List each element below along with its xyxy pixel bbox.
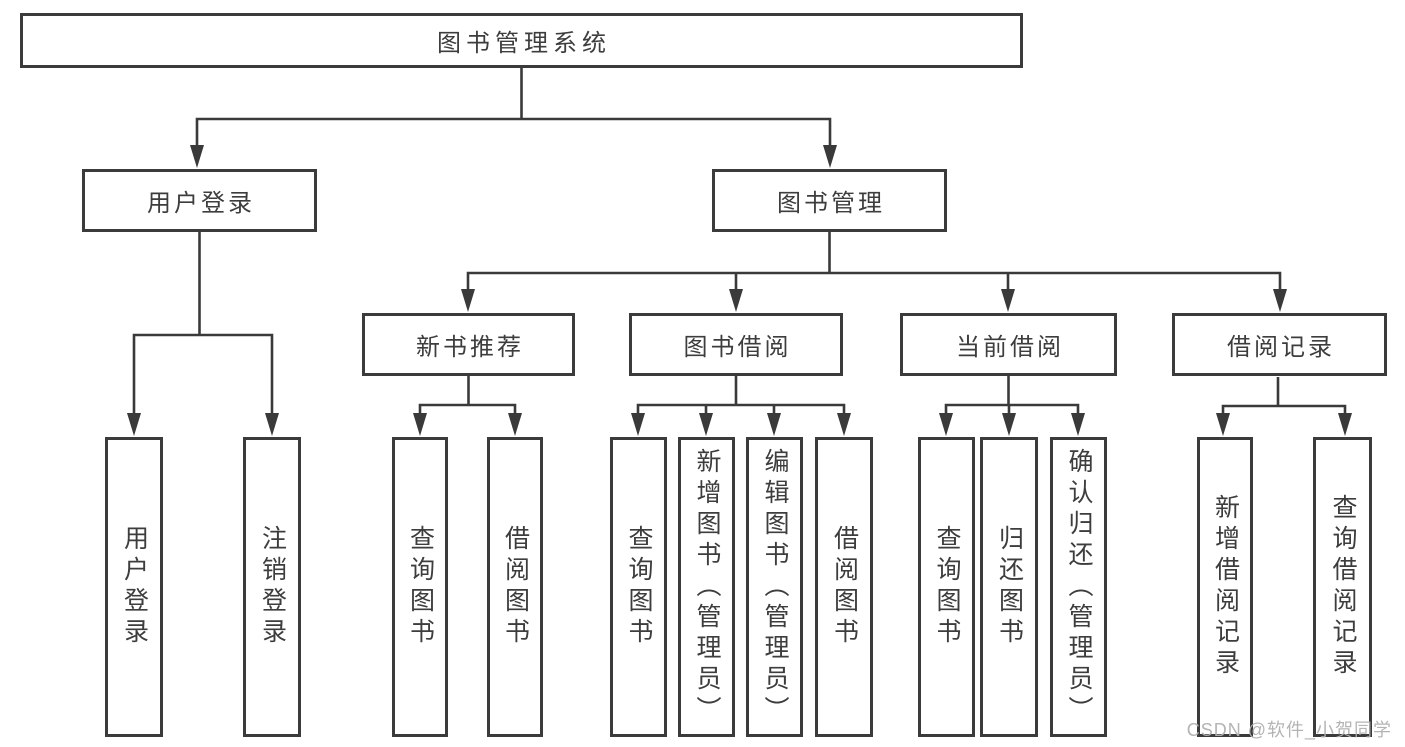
leaf-add-books-admin: 新增图书（管理员） — [678, 437, 735, 737]
node-label: 查询图书 — [933, 525, 961, 649]
node-label: 用户登录 — [147, 190, 255, 217]
node-label: 新书推荐 — [416, 334, 524, 361]
node-label: 新增图书（管理员） — [693, 447, 721, 727]
leaf-borrow-books: 借阅图书 — [815, 437, 873, 737]
node-label: 归还图书 — [995, 525, 1024, 649]
leaf-add-borrow-record: 新增借阅记录 — [1197, 437, 1253, 737]
leaf-query-books-current: 查询图书 — [918, 437, 975, 737]
node-label: 新增借阅记录 — [1211, 494, 1240, 680]
node-label: 借阅图书 — [501, 525, 530, 649]
connector-paths — [132, 68, 1347, 431]
node-library-management-system: 图书管理系统 — [20, 13, 1023, 68]
node-label: 图书借阅 — [683, 334, 792, 361]
node-label: 用户登录 — [120, 525, 149, 649]
node-label: 借阅图书 — [830, 525, 859, 649]
leaf-return-books: 归还图书 — [980, 437, 1038, 737]
node-label: 查询图书 — [406, 525, 435, 649]
node-current-borrowing: 当前借阅 — [900, 313, 1117, 376]
node-label: 图书管理系统 — [437, 30, 611, 57]
node-label: 注销登录 — [258, 525, 287, 649]
node-label: 图书管理 — [777, 190, 885, 217]
leaf-user-login: 用户登录 — [105, 437, 163, 737]
leaf-query-borrow-record: 查询借阅记录 — [1313, 437, 1372, 737]
node-book-management: 图书管理 — [712, 169, 947, 232]
node-book-borrowing: 图书借阅 — [629, 313, 843, 376]
leaf-query-books-recommend: 查询图书 — [392, 437, 448, 737]
node-label: 确认归还（管理员） — [1065, 447, 1093, 727]
leaf-confirm-return-admin: 确认归还（管理员） — [1050, 437, 1107, 737]
node-borrowing-records: 借阅记录 — [1172, 313, 1387, 376]
node-user-login: 用户登录 — [82, 169, 317, 232]
csdn-watermark: CSDN @软件_小贺同学 — [1186, 720, 1392, 740]
node-label: 查询借阅记录 — [1329, 494, 1357, 680]
leaf-edit-books-admin: 编辑图书（管理员） — [746, 437, 803, 737]
leaf-query-books-borrow: 查询图书 — [610, 437, 667, 737]
node-new-book-recommend: 新书推荐 — [362, 313, 575, 376]
leaf-borrow-books-recommend: 借阅图书 — [487, 437, 543, 737]
node-label: 查询图书 — [625, 525, 653, 649]
leaf-logout: 注销登录 — [243, 437, 301, 737]
node-label: 编辑图书（管理员） — [761, 447, 789, 727]
node-label: 当前借阅 — [956, 334, 1064, 361]
node-label: 借阅记录 — [1227, 334, 1335, 361]
